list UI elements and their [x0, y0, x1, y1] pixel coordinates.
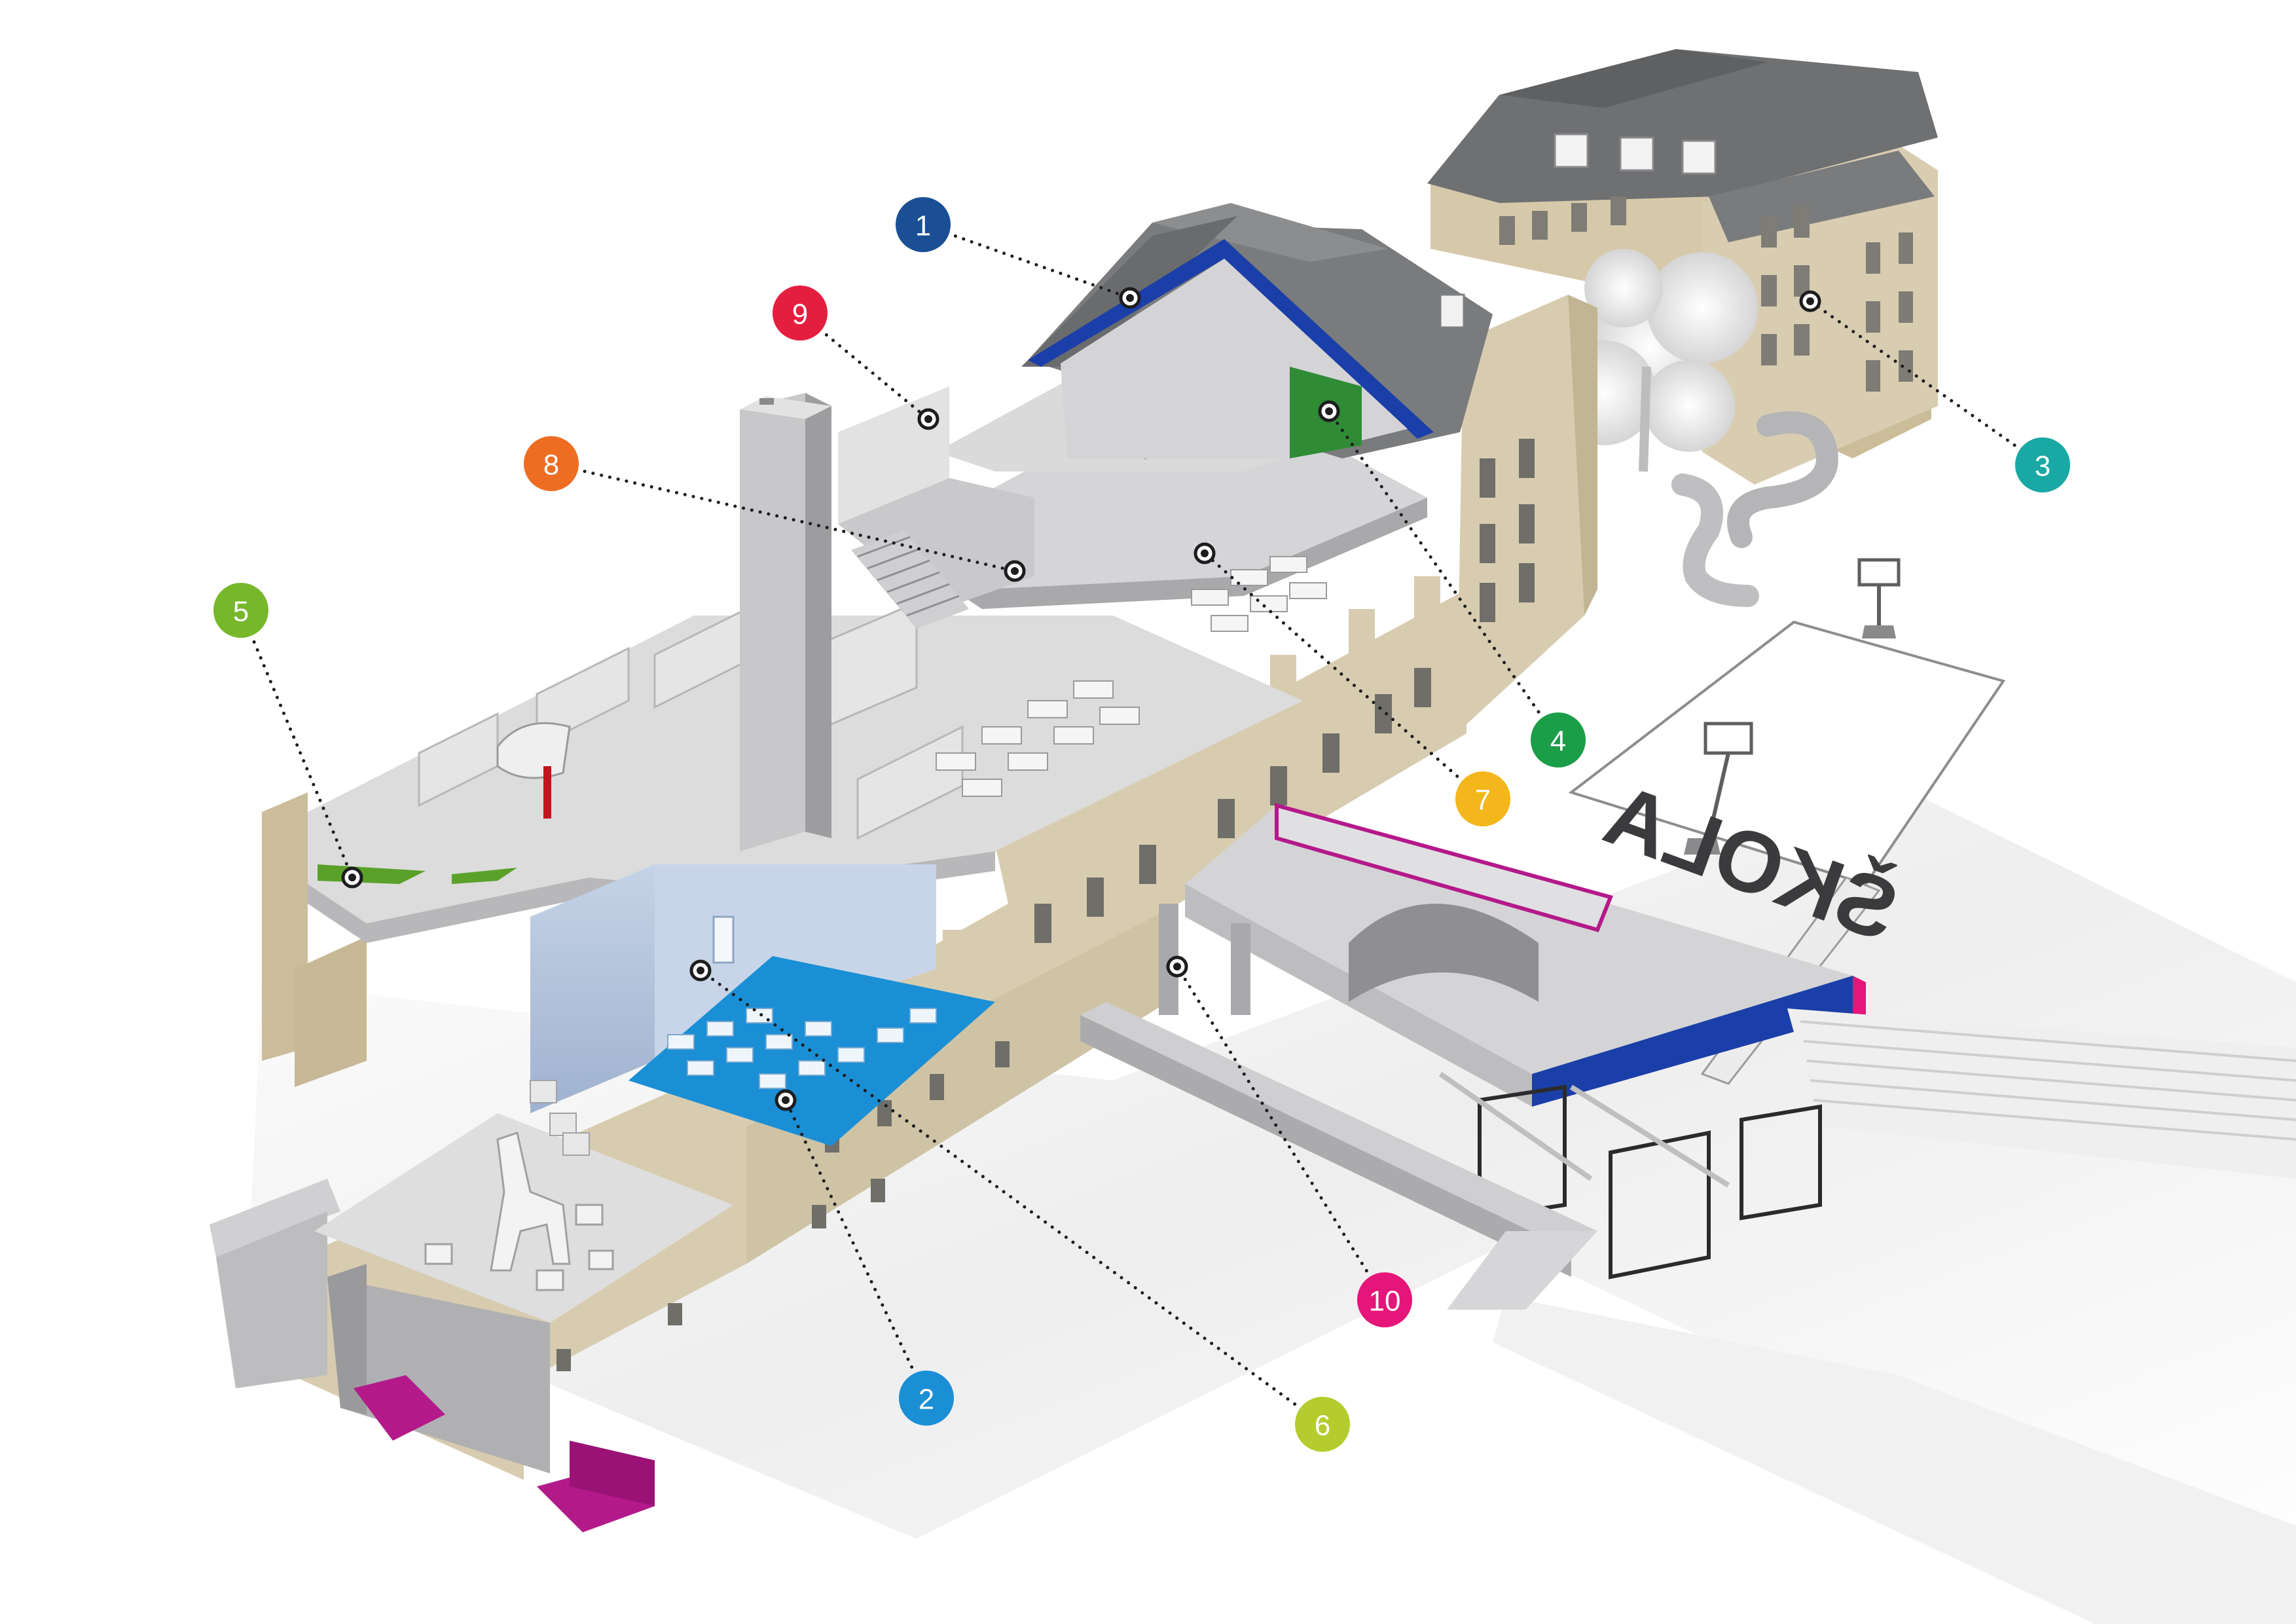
location-marker-6[interactable]: [689, 959, 712, 982]
location-marker-5[interactable]: [341, 866, 363, 889]
callout-badge-9[interactable]: 9: [773, 286, 828, 341]
callout-badge-6[interactable]: 6: [1295, 1397, 1350, 1452]
attic-roof: [1021, 203, 1493, 458]
location-marker-1[interactable]: [1119, 287, 1141, 309]
entrance-stairs: [1787, 1008, 2296, 1179]
location-markers: [341, 287, 1821, 1111]
leader-line-6: [699, 969, 1324, 1426]
numbered-callouts: 1 2 3 4 5 6 7 8 9 10: [213, 197, 2070, 1452]
callout-number-7: 7: [1475, 784, 1491, 817]
magenta-foundation: [354, 1375, 655, 1532]
callout-badge-1[interactable]: 1: [896, 197, 951, 252]
basketball-hoop-near: [1684, 722, 1753, 855]
leader-line-4: [1327, 409, 1560, 742]
playground-slides: [1671, 411, 1838, 607]
leader-line-9: [798, 311, 930, 421]
blue-classroom: [530, 864, 995, 1146]
callout-number-5: 5: [233, 596, 249, 628]
leader-line-7: [1203, 551, 1485, 801]
leader-line-5: [239, 608, 354, 879]
location-marker-2[interactable]: [774, 1089, 797, 1111]
leader-line-10: [1175, 965, 1387, 1302]
location-marker-8[interactable]: [1004, 560, 1026, 582]
callout-badge-5[interactable]: 5: [213, 583, 268, 638]
callout-number-6: 6: [1315, 1410, 1330, 1442]
leader-lines: [239, 223, 2045, 1426]
callout-number-8: 8: [543, 449, 559, 481]
walkway-bridge: [1159, 803, 1866, 1107]
callout-badge-4[interactable]: 4: [1531, 712, 1586, 767]
callout-number-3: 3: [2035, 451, 2050, 483]
callout-badge-8[interactable]: 8: [524, 436, 579, 491]
callout-number-1: 1: [915, 210, 931, 242]
callout-badge-2[interactable]: 2: [899, 1371, 954, 1426]
callout-number-2: 2: [919, 1384, 934, 1416]
callout-number-9: 9: [792, 299, 808, 331]
leader-line-2: [784, 1098, 928, 1400]
location-marker-10[interactable]: [1166, 955, 1188, 978]
location-marker-9[interactable]: [917, 408, 939, 430]
location-marker-7[interactable]: [1194, 542, 1216, 564]
concrete-shaft: [740, 393, 831, 851]
location-marker-4[interactable]: [1318, 400, 1340, 422]
retaining-wall: [1080, 1002, 1597, 1310]
front-block: [210, 1080, 733, 1473]
location-marker-3[interactable]: [1799, 290, 1821, 312]
callout-badge-10[interactable]: 10: [1357, 1272, 1412, 1327]
callout-number-4: 4: [1550, 726, 1566, 758]
piano: [496, 722, 571, 819]
callout-badge-3[interactable]: 3: [2015, 437, 2070, 492]
basketball-hoop-far: [1857, 558, 1901, 638]
callout-number-10: 10: [1369, 1285, 1401, 1318]
callout-badge-7[interactable]: 7: [1455, 771, 1510, 826]
